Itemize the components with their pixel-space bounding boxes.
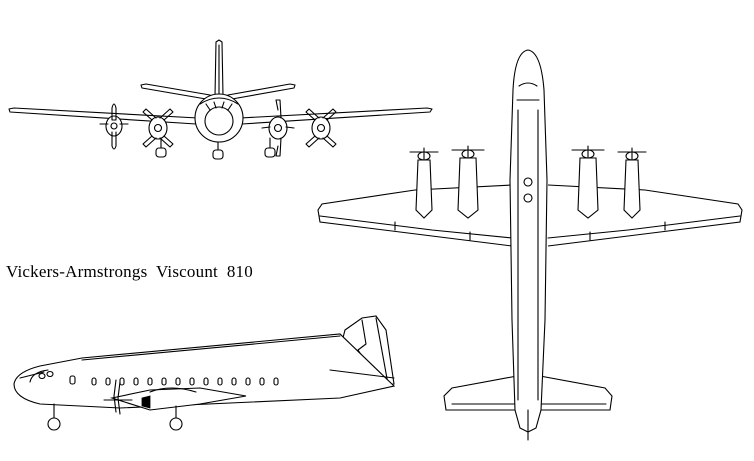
front-view-prop-inner-left <box>142 108 174 148</box>
plan-view-fuselage <box>509 49 548 433</box>
plan-view-engine-inner-right <box>571 145 605 219</box>
front-view <box>8 39 433 160</box>
front-view-fin <box>214 39 224 97</box>
side-view-fuselage <box>13 333 396 409</box>
front-view-undercarriage <box>155 137 276 160</box>
side-view-tailplane <box>329 369 395 379</box>
front-view-tailplane-right <box>227 83 296 100</box>
plan-view <box>317 49 743 441</box>
front-view-prop-inner-right <box>261 99 295 157</box>
front-view-tailplane-left <box>140 83 211 100</box>
side-view <box>13 315 396 431</box>
plan-view-engine-inner-left <box>451 145 485 219</box>
plan-view-engine-outer-left <box>409 147 439 219</box>
front-view-wing-left <box>8 107 199 125</box>
side-view-landing-gear <box>47 403 183 431</box>
side-view-propeller <box>113 379 121 415</box>
front-view-prop-outer-left <box>99 103 129 150</box>
plan-view-engine-outer-right <box>617 147 647 219</box>
aircraft-caption: Vickers-Armstrongs Viscount 810 <box>6 262 253 281</box>
front-view-prop-outer-right <box>305 108 337 148</box>
front-view-wing-right <box>239 107 433 125</box>
